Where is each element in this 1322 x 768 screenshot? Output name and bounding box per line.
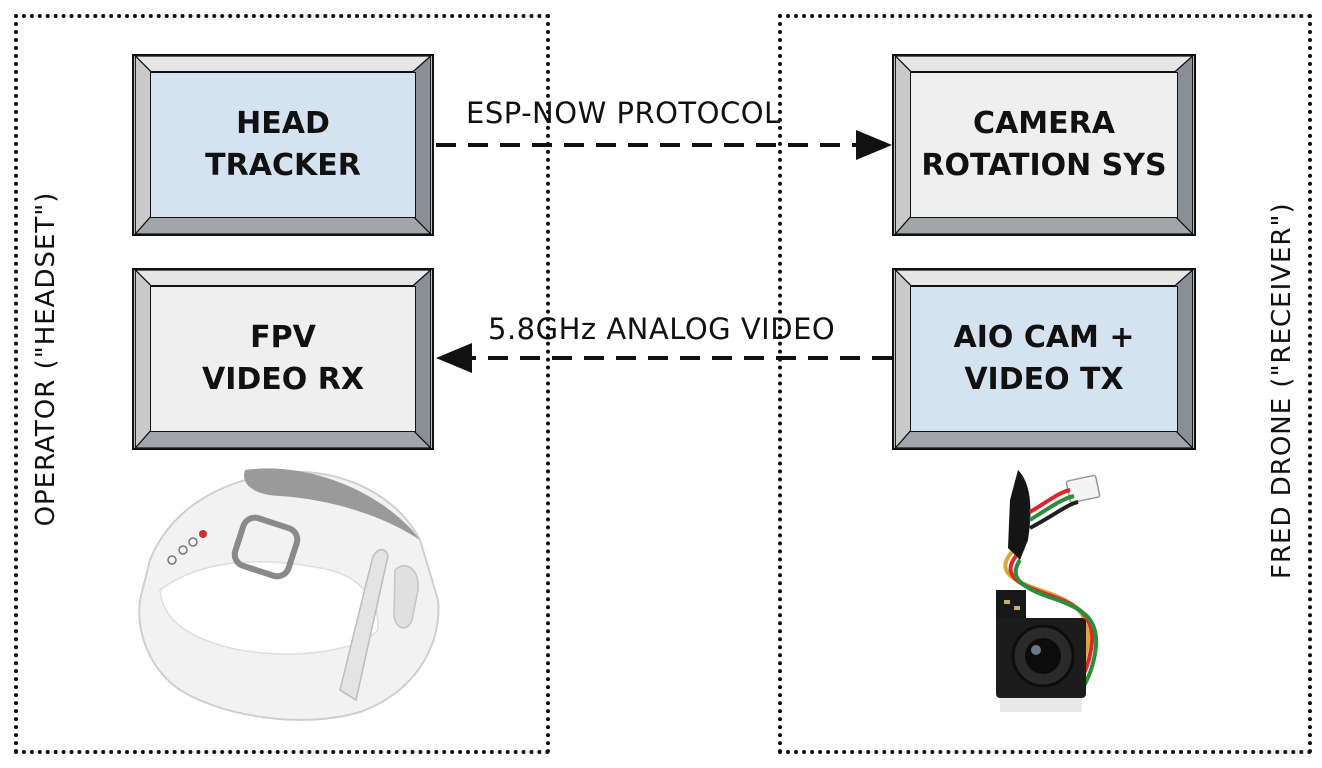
analog-video-link-label: 5.8GHz ANALOG VIDEO bbox=[488, 312, 836, 346]
camera-rotation-face: CAMERA ROTATION SYS bbox=[910, 72, 1178, 218]
aio-cam-line1: AIO CAM + bbox=[953, 320, 1135, 355]
fpv-video-rx-line1: FPV bbox=[250, 320, 316, 355]
operator-group bbox=[14, 14, 550, 754]
camera-rotation-line1: CAMERA bbox=[973, 106, 1115, 141]
analog-video-arrow bbox=[436, 343, 892, 373]
fpv-video-rx-line2: VIDEO RX bbox=[202, 362, 364, 397]
head-tracker-face: HEAD TRACKER bbox=[150, 72, 416, 218]
espnow-arrow bbox=[436, 130, 892, 160]
espnow-link-label: ESP-NOW PROTOCOL bbox=[466, 96, 781, 130]
head-tracker-line1: HEAD bbox=[236, 106, 330, 141]
head-tracker-block: HEAD TRACKER bbox=[132, 54, 434, 236]
aio-camera-image bbox=[996, 470, 1101, 712]
bevel-frame bbox=[894, 270, 1194, 448]
aio-cam-face: AIO CAM + VIDEO TX bbox=[910, 286, 1178, 432]
aio-cam-block: AIO CAM + VIDEO TX bbox=[892, 268, 1196, 450]
fpv-video-rx-block: FPV VIDEO RX bbox=[132, 268, 434, 450]
aio-cam-line2: VIDEO TX bbox=[964, 362, 1124, 397]
fpv-goggles-image bbox=[138, 468, 440, 721]
camera-rotation-block: CAMERA ROTATION SYS bbox=[892, 54, 1196, 236]
bevel-frame bbox=[134, 270, 432, 448]
head-tracker-line2: TRACKER bbox=[205, 148, 361, 183]
bevel-frame bbox=[894, 56, 1194, 234]
fpv-video-rx-face: FPV VIDEO RX bbox=[150, 286, 416, 432]
drone-group bbox=[778, 14, 1312, 754]
camera-rotation-line2: ROTATION SYS bbox=[921, 148, 1167, 183]
